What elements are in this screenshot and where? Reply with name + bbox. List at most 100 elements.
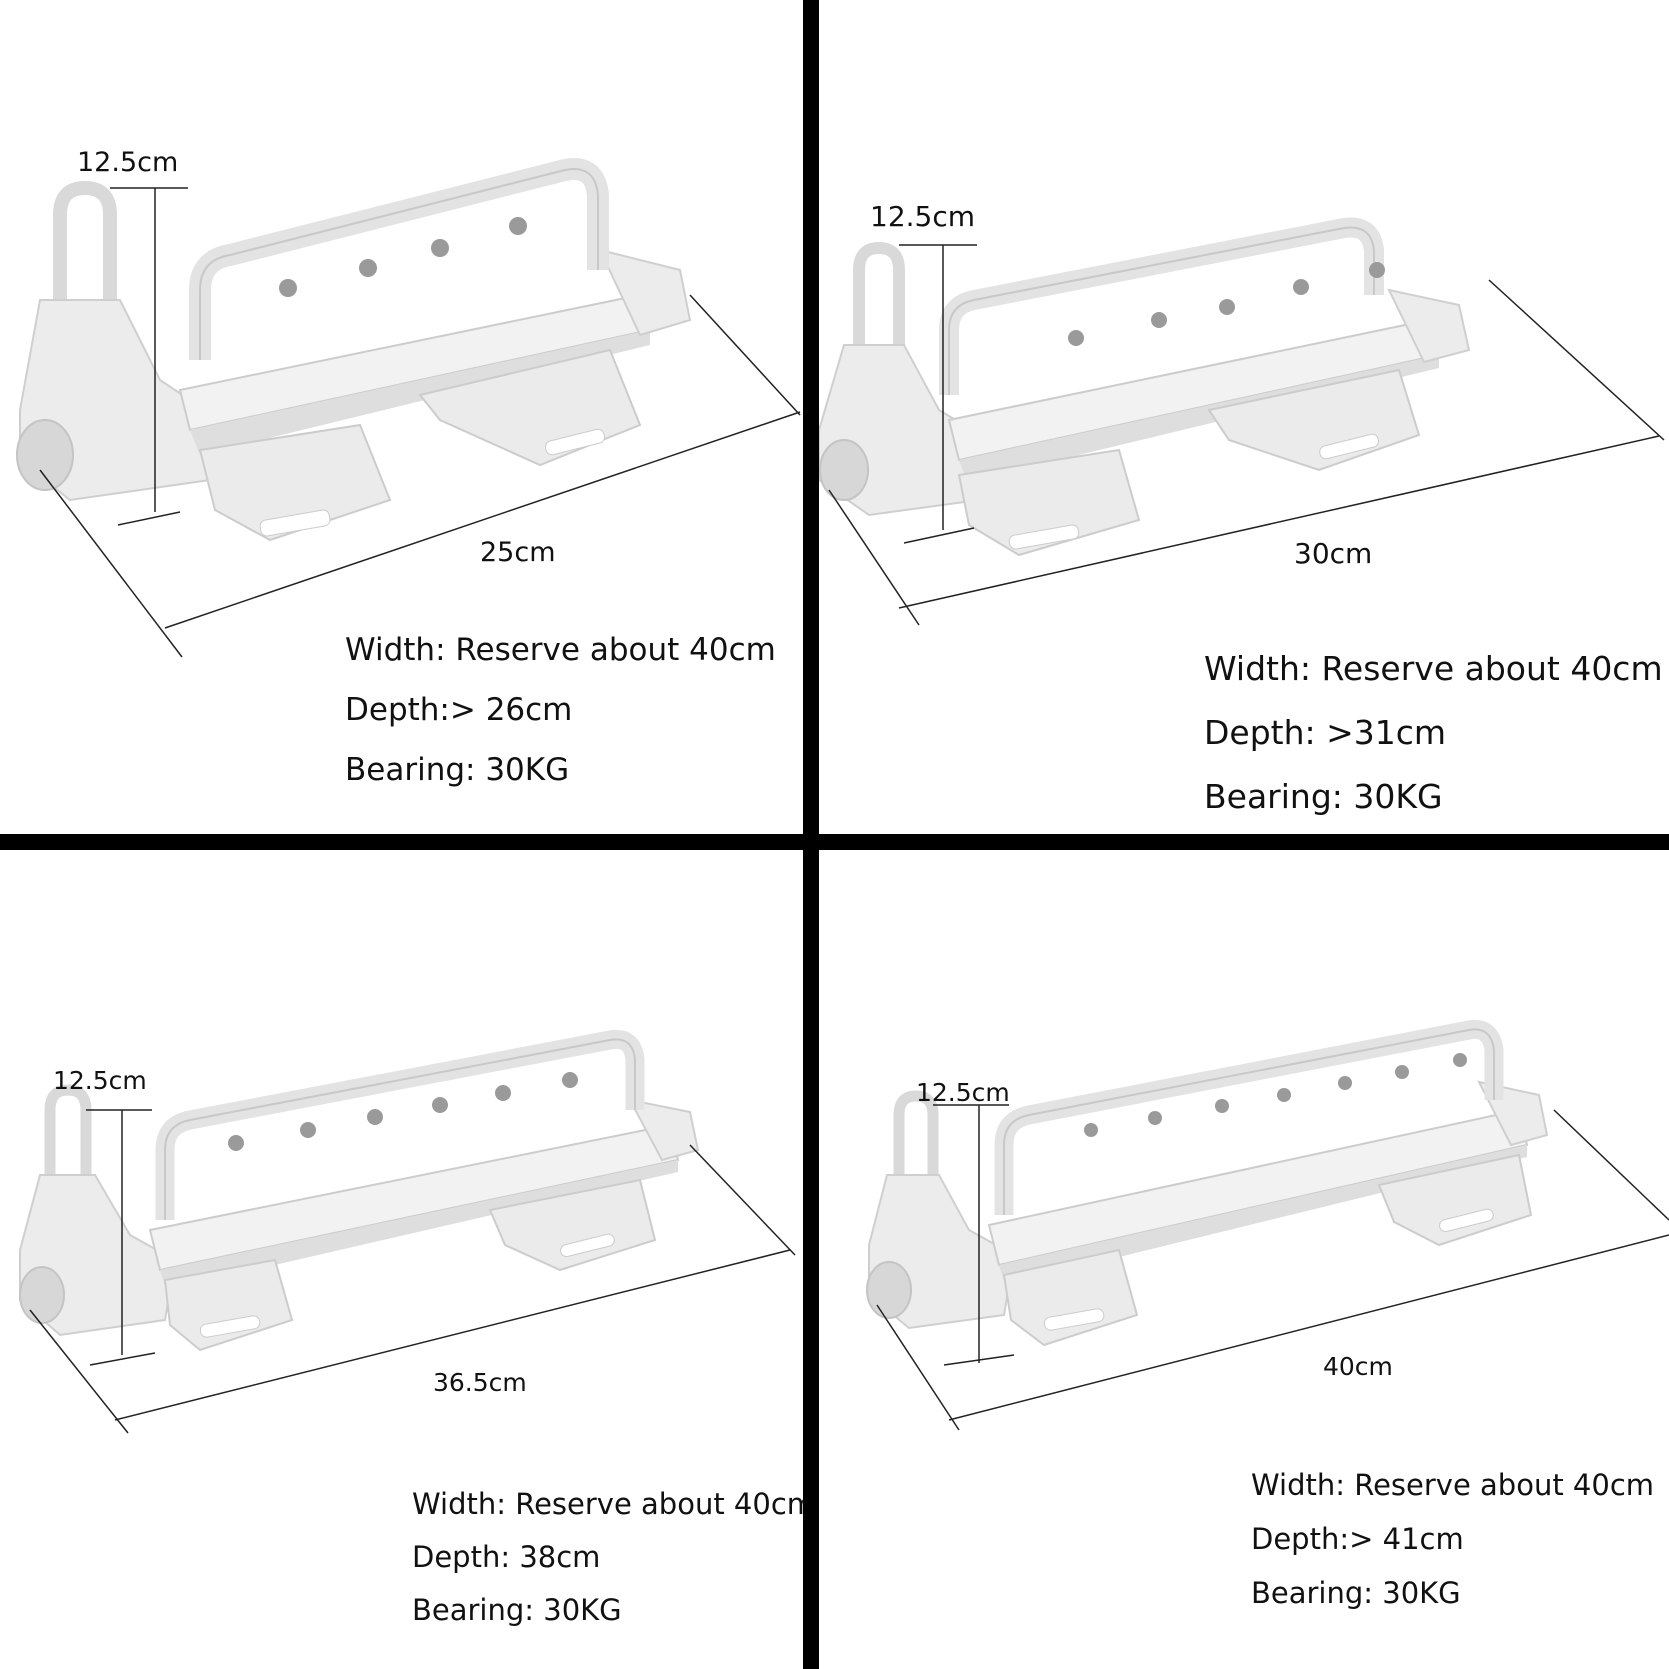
hanger-ball [1148, 1111, 1162, 1125]
handle-outline [1003, 1028, 1495, 1215]
hanger-ball [1453, 1053, 1467, 1067]
pull-out-rail-product-image [866, 1019, 1669, 1431]
spec-bearing: Bearing: 30KG [1251, 1576, 1461, 1610]
rail-end-cap [628, 1098, 700, 1162]
spec-bearing: Bearing: 30KG [412, 1593, 622, 1627]
spec-width: Width: Reserve about 40cm [345, 632, 776, 668]
length-right-tick [689, 294, 801, 416]
spec-depth: Depth:> 26cm [345, 692, 573, 728]
length-dimension-line [114, 1249, 791, 1421]
hanger-ball [431, 239, 449, 257]
hanger-ball [1338, 1076, 1352, 1090]
handle-outline [948, 226, 1375, 395]
back-foot [488, 1178, 657, 1272]
front-foot [163, 1258, 294, 1352]
back-foot-slot [544, 428, 606, 456]
hanger-ball [1293, 279, 1309, 295]
bracket-hole [866, 1261, 912, 1319]
mounting-hook [53, 180, 117, 327]
height-bottom-tick [89, 1352, 156, 1366]
height-label: 12.5cm [870, 200, 976, 233]
height-bottom-tick [943, 1354, 1015, 1366]
length-dimension-line [898, 435, 1660, 609]
hanger-ball [1151, 312, 1167, 328]
length-right-tick [1488, 279, 1665, 441]
hanger-ball [1219, 299, 1235, 315]
hanger-balls [279, 217, 527, 297]
hanger-balls [1084, 1053, 1467, 1137]
height-bottom-tick [903, 527, 975, 544]
rail-end-cap [598, 248, 692, 337]
spec-bearing: Bearing: 30KG [345, 752, 570, 788]
front-foot-slot [199, 1315, 261, 1338]
hanger-ball [367, 1109, 383, 1125]
length-right-tick [1553, 1109, 1669, 1221]
mounting-hook [893, 1090, 939, 1201]
hanger-ball [1215, 1099, 1229, 1113]
height-label: 12.5cm [77, 147, 179, 178]
spec-depth: Depth: >31cm [1204, 713, 1447, 752]
length-left-tick [876, 1304, 960, 1431]
hanger-ball [279, 279, 297, 297]
hanger-ball [228, 1135, 244, 1151]
handle-outline [199, 168, 599, 360]
hanger-balls [1068, 262, 1385, 346]
length-left-tick [39, 469, 183, 658]
pull-out-rail-product-image [819, 217, 1665, 626]
mounting-hook [44, 1084, 92, 1201]
back-foot [1377, 1153, 1533, 1247]
length-left-tick [828, 489, 920, 626]
pull-out-rail-product-image [19, 1029, 796, 1434]
length-label: 25cm [480, 537, 556, 568]
panel-25cm: 12.5cm 25cm Width: Reserve about 40cm De… [0, 0, 803, 834]
spec-bearing: Bearing: 30KG [1204, 777, 1443, 816]
bracket-hole [16, 419, 74, 491]
pull-out-rail-product-image [16, 158, 801, 658]
front-foot [1002, 1248, 1139, 1347]
mounting-hook [853, 241, 905, 376]
spec-width: Width: Reserve about 40cm [1204, 649, 1663, 688]
hanger-ball [1277, 1088, 1291, 1102]
front-foot-slot [1043, 1308, 1105, 1331]
length-label: 40cm [1323, 1352, 1393, 1381]
hanger-ball [509, 217, 527, 235]
bracket-hole [819, 439, 869, 501]
length-label: 36.5cm [433, 1368, 527, 1397]
hanger-ball [1395, 1065, 1409, 1079]
spec-depth: Depth:> 41cm [1251, 1522, 1464, 1556]
hanger-ball [1084, 1123, 1098, 1137]
rail-front [999, 1145, 1527, 1285]
front-foot-slot [1008, 524, 1080, 550]
hanger-ball [495, 1085, 511, 1101]
rail-front [190, 330, 650, 455]
hanger-ball [562, 1072, 578, 1088]
length-dimension-line [948, 1234, 1669, 1421]
front-foot [957, 448, 1141, 557]
rail-end-cap [1387, 288, 1471, 364]
length-left-tick [29, 1309, 129, 1434]
spec-width: Width: Reserve about 40cm [1251, 1468, 1655, 1502]
hanger-ball [1068, 330, 1084, 346]
length-dimension-line [164, 411, 801, 629]
panel-30cm: 12.5cm 30cm Width: Reserve about 40cm De… [819, 0, 1669, 834]
height-bottom-tick [117, 511, 181, 526]
height-label: 12.5cm [53, 1066, 147, 1095]
spec-width: Width: Reserve about 40cm [412, 1487, 803, 1521]
front-foot-slot [259, 509, 331, 537]
height-label: 12.5cm [916, 1078, 1010, 1107]
length-label: 30cm [1294, 537, 1373, 570]
hanger-ball [432, 1097, 448, 1113]
length-right-tick [689, 1144, 796, 1256]
bracket-hole [19, 1266, 65, 1324]
horizontal-divider [0, 834, 1669, 850]
back-foot-slot [560, 1233, 615, 1258]
hanger-balls [228, 1072, 578, 1151]
panel-40cm: 12.5cm 40cm Width: Reserve about 40cm De… [819, 850, 1669, 1669]
spec-depth: Depth: 38cm [412, 1540, 601, 1574]
hanger-ball [359, 259, 377, 277]
panel-36-5cm: 12.5cm 36.5cm Width: Reserve about 40cm … [0, 850, 803, 1669]
hanger-ball [1369, 262, 1385, 278]
handle-outline [164, 1038, 636, 1220]
back-foot-slot [1439, 1208, 1494, 1233]
hanger-ball [300, 1122, 316, 1138]
